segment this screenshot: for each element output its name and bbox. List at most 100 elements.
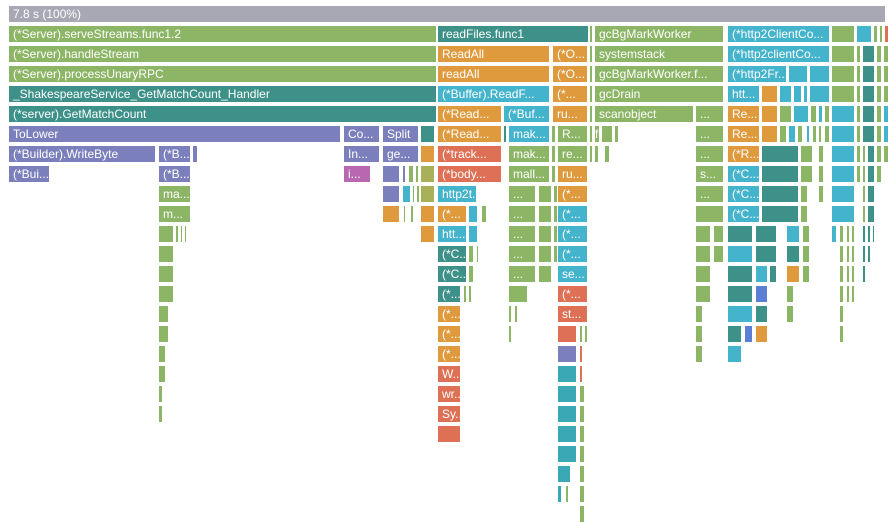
flame-frame-r4-x779[interactable]: [779, 85, 792, 103]
flame-frame-r12-x727[interactable]: [727, 245, 753, 263]
flame-frame-r11-x727[interactable]: [727, 225, 753, 243]
flame-frame-r8-x382[interactable]: [382, 165, 400, 183]
flame-frame-r15-x839[interactable]: [839, 305, 844, 323]
flame-frame-r14-x851[interactable]: [851, 285, 855, 303]
flame-frame-r13-x727[interactable]: [727, 265, 753, 283]
flame-frame-r14-x786[interactable]: [786, 285, 794, 303]
flame-frame-r14-x468[interactable]: [468, 285, 472, 303]
flame-frame-r15-x158[interactable]: [158, 305, 169, 323]
flame-frame-r3-x856[interactable]: [856, 65, 861, 83]
flame-frame-r10-x761[interactable]: [761, 205, 799, 223]
flame-frame-r11-x695[interactable]: [695, 225, 711, 243]
flame-frame-r12-x851[interactable]: [851, 245, 855, 263]
flame-frame-r5-x824[interactable]: [824, 105, 830, 123]
flame-frame-r11-x867[interactable]: [867, 225, 871, 243]
flame-frame-r13-x846[interactable]: [846, 265, 850, 283]
flame-frame-r10-x468[interactable]: [468, 205, 478, 223]
flame-frame-readall[interactable]: ReadAll: [437, 45, 550, 63]
flame-frame-r1-x856[interactable]: [856, 25, 872, 43]
flame-frame-r13-x851[interactable]: [851, 265, 855, 283]
flame-frame-r25-x579[interactable]: [579, 505, 585, 523]
flame-frame-r9-x382[interactable]: [382, 185, 400, 203]
flame-frame-r7-x551[interactable]: [551, 145, 556, 163]
flame-frame-r14-x846[interactable]: [846, 285, 850, 303]
flame-frame-[interactable]: ...: [508, 185, 536, 203]
flame-frame-r7-x856[interactable]: [856, 145, 861, 163]
flame-frame-r6-x806[interactable]: [806, 125, 810, 143]
flame-frame-mak[interactable]: mak...: [508, 125, 550, 143]
flame-frame-r11-x755[interactable]: [755, 225, 777, 243]
flame-frame-r5-x831[interactable]: [831, 105, 855, 123]
flame-frame-read[interactable]: (*Read...: [437, 105, 502, 123]
flame-frame-r10-x831[interactable]: [831, 205, 855, 223]
flame-frame-r19-x158[interactable]: [158, 385, 163, 403]
flame-frame-re[interactable]: Re...: [727, 125, 760, 143]
flame-frame-r5-x761[interactable]: [761, 105, 778, 123]
flame-frame-http2clientco[interactable]: (*http2ClientCo...: [727, 25, 830, 43]
flame-frame-fi[interactable]: fi...: [594, 125, 600, 143]
flame-frame-r1-x725[interactable]: [725, 25, 727, 43]
flame-frame-r9-x402[interactable]: [402, 185, 411, 203]
flame-frame-st[interactable]: st...: [557, 305, 588, 323]
flame-frame-http2fr[interactable]: (*http2Fr...: [727, 65, 787, 83]
flame-frame-r4-x589[interactable]: [589, 85, 593, 103]
flame-frame-[interactable]: ...: [508, 225, 536, 243]
flame-frame-r23-x557[interactable]: [557, 465, 571, 483]
flame-frame-r20-x158[interactable]: [158, 405, 163, 423]
flame-frame-[interactable]: (*...: [437, 305, 461, 323]
flame-frame-se[interactable]: se...: [557, 265, 588, 283]
flame-frame-r12-x802[interactable]: [802, 245, 810, 263]
flame-frame-r4-x809[interactable]: [809, 85, 830, 103]
flame-frame-r11-x713[interactable]: [713, 225, 724, 243]
flame-frame-r11-x862[interactable]: [862, 225, 866, 243]
flame-frame-r7-x862[interactable]: [862, 145, 866, 163]
flame-frame-r11-x831[interactable]: [831, 225, 837, 243]
flame-frame-r3-x883[interactable]: [883, 65, 889, 83]
flame-frame-readall[interactable]: readAll: [437, 65, 550, 83]
flame-frame-r8-x856[interactable]: [856, 165, 861, 183]
flame-frame-r20-x579[interactable]: [579, 405, 585, 423]
flame-frame-[interactable]: ...: [508, 265, 536, 283]
flame-frame-r5-x779[interactable]: [779, 105, 792, 123]
flame-frame-r14-x158[interactable]: [158, 285, 174, 303]
flame-frame-r6-x856[interactable]: [856, 125, 861, 143]
flame-frame-r2-x876[interactable]: [876, 45, 882, 63]
flame-frame-r12-x862[interactable]: [862, 245, 866, 263]
flame-frame-r16-x158[interactable]: [158, 325, 169, 343]
flame-frame-r6-x797[interactable]: [797, 125, 803, 143]
flame-frame-r7-x761[interactable]: [761, 145, 799, 163]
flame-frame-r16-x579[interactable]: [579, 325, 583, 343]
flame-frame-r15-x695[interactable]: [695, 305, 703, 323]
flame-frame-r16-x839[interactable]: [839, 325, 844, 343]
flame-frame-[interactable]: (*...: [437, 205, 467, 223]
flame-frame-r8-x818[interactable]: [818, 165, 824, 183]
flame-frame-r24-x565[interactable]: [565, 485, 569, 503]
flame-frame-r9-x867[interactable]: [867, 185, 875, 203]
flame-frame-r11-x802[interactable]: [802, 225, 810, 243]
flame-frame-r9-x538[interactable]: [538, 185, 552, 203]
flame-frame-ma[interactable]: ma...: [158, 185, 191, 203]
flame-frame-r5-x856[interactable]: [856, 105, 861, 123]
flame-frame-o[interactable]: (*O...: [552, 65, 588, 83]
flame-frame-r12-x695[interactable]: [695, 245, 711, 263]
flame-frame-c[interactable]: (*C...: [727, 165, 760, 183]
flame-frame-r11-x468[interactable]: [468, 225, 478, 243]
flame-frame-r15-x786[interactable]: [786, 305, 794, 323]
flame-frame-split[interactable]: Split: [382, 125, 419, 143]
flame-frame-[interactable]: (*...: [557, 185, 588, 203]
flame-frame-r8-x761[interactable]: [761, 165, 799, 183]
flame-frame-r8-x800[interactable]: [800, 165, 813, 183]
flame-frame-r10-x420[interactable]: [420, 205, 435, 223]
flame-frame-r4-x793[interactable]: [793, 85, 802, 103]
flame-frame-r24-x579[interactable]: [579, 485, 585, 503]
flame-frame-r11-x872[interactable]: [872, 225, 875, 243]
flame-frame-scanobject[interactable]: scanobject: [594, 105, 694, 123]
flame-frame-r18-x158[interactable]: [158, 365, 166, 383]
flame-frame-r8-x420[interactable]: [420, 165, 435, 183]
flame-frame-r16-x695[interactable]: [695, 325, 703, 343]
flame-frame-r7-x800[interactable]: [800, 145, 813, 163]
flame-frame-r10-x538[interactable]: [538, 205, 552, 223]
flame-frame-r[interactable]: (*R...: [727, 145, 760, 163]
flame-frame-r3-x809[interactable]: [809, 65, 830, 83]
flame-frame-buf[interactable]: (*Buf...: [503, 105, 550, 123]
